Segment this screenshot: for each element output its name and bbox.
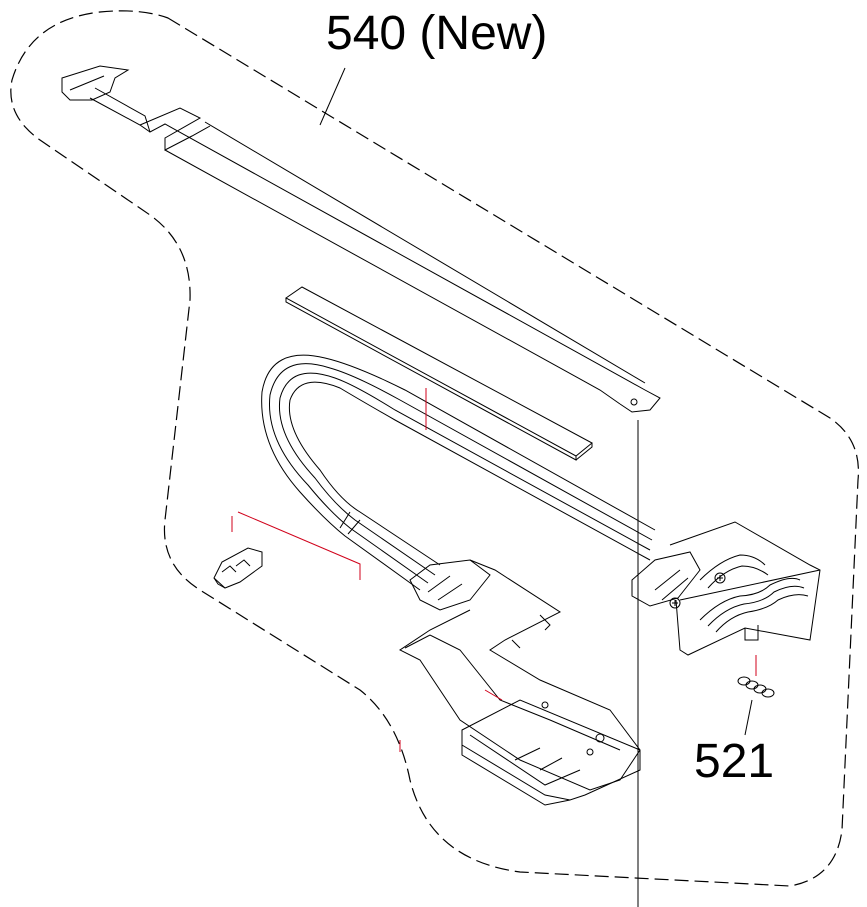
assembly-boundary-outline	[10, 10, 860, 887]
callout-540-leader	[319, 67, 346, 126]
o-rings-521	[737, 676, 775, 698]
red-guide-lines	[231, 388, 757, 752]
ffc-cable-540	[61, 65, 661, 413]
stiffener-plate	[285, 286, 593, 461]
looped-cable-bundle	[261, 354, 656, 591]
callout-label-521: 521	[694, 735, 775, 788]
callout-label-540: 540 (New)	[326, 7, 548, 60]
callout-521-leader	[744, 699, 753, 736]
cable-clip	[213, 547, 263, 589]
connector-board	[631, 521, 821, 656]
head-board	[399, 559, 641, 806]
